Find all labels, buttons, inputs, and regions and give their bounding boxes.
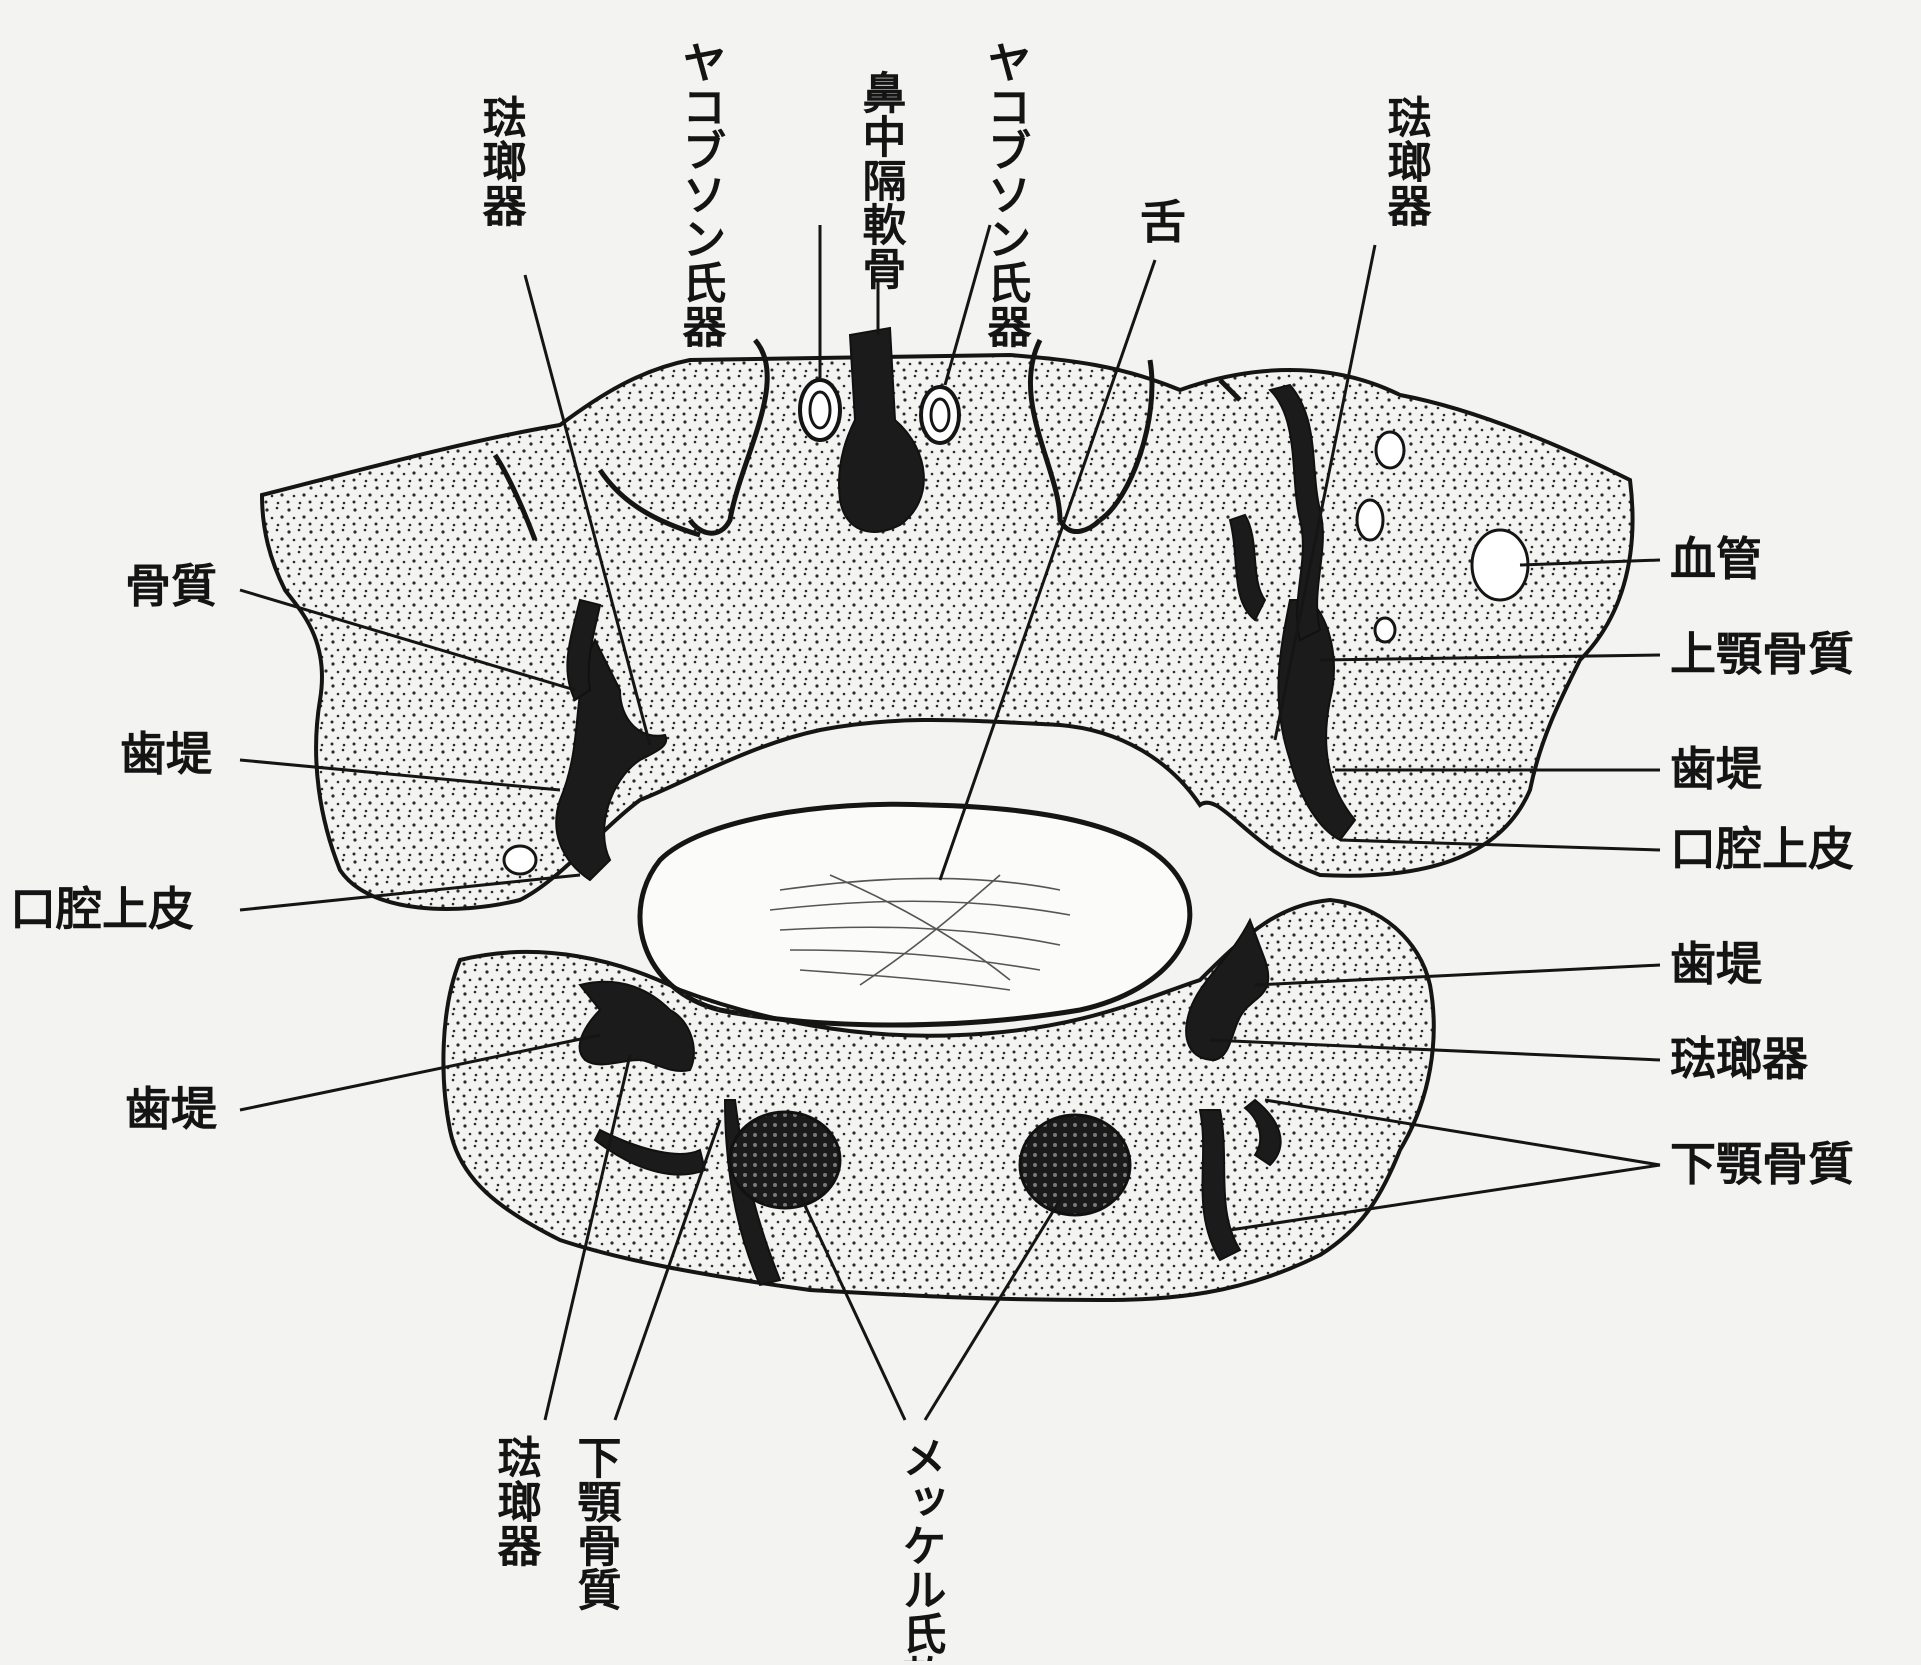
tongue bbox=[640, 804, 1190, 1025]
label-mandible-right: 下顎骨質 bbox=[1670, 1137, 1854, 1191]
jacobson-organ-right bbox=[921, 387, 959, 443]
label-blood-vessel-right: 血管 bbox=[1670, 532, 1762, 586]
label-oral-epithelium-right: 口腔上皮 bbox=[1670, 822, 1854, 876]
label-jacobson-right: ヤコブソン氏器 bbox=[980, 40, 1032, 348]
label-bone-left: 骨質 bbox=[125, 559, 217, 613]
label-maxilla-right: 上顎骨質 bbox=[1670, 627, 1854, 681]
label-enamel-top-left: 琺瑯器 bbox=[475, 95, 527, 227]
label-enamel-bottom: 琺瑯器 bbox=[490, 1435, 542, 1567]
label-jacobson-left: ヤコブソン氏器 bbox=[675, 40, 727, 348]
label-dental-ridge-upper-right: 歯堤 bbox=[1670, 742, 1763, 796]
label-mandible-bottom: 下顎骨質 bbox=[570, 1435, 622, 1611]
label-dental-ridge-upper-left: 歯堤 bbox=[120, 727, 213, 781]
label-dental-ridge-lower-left: 歯堤 bbox=[125, 1082, 218, 1136]
label-tongue: 舌 bbox=[1140, 195, 1186, 249]
label-meckel: メッケル氏軟骨 bbox=[895, 1435, 946, 1661]
label-enamel-top-right: 琺瑯器 bbox=[1380, 95, 1432, 227]
label-oral-epithelium-left: 口腔上皮 bbox=[10, 882, 194, 936]
label-dental-ridge-lower-right: 歯堤 bbox=[1670, 937, 1763, 991]
jacobson-organ-left bbox=[800, 380, 840, 440]
label-nasal-septum: 鼻中隔軟骨 bbox=[855, 70, 907, 290]
label-enamel-lower-right: 琺瑯器 bbox=[1670, 1032, 1809, 1086]
